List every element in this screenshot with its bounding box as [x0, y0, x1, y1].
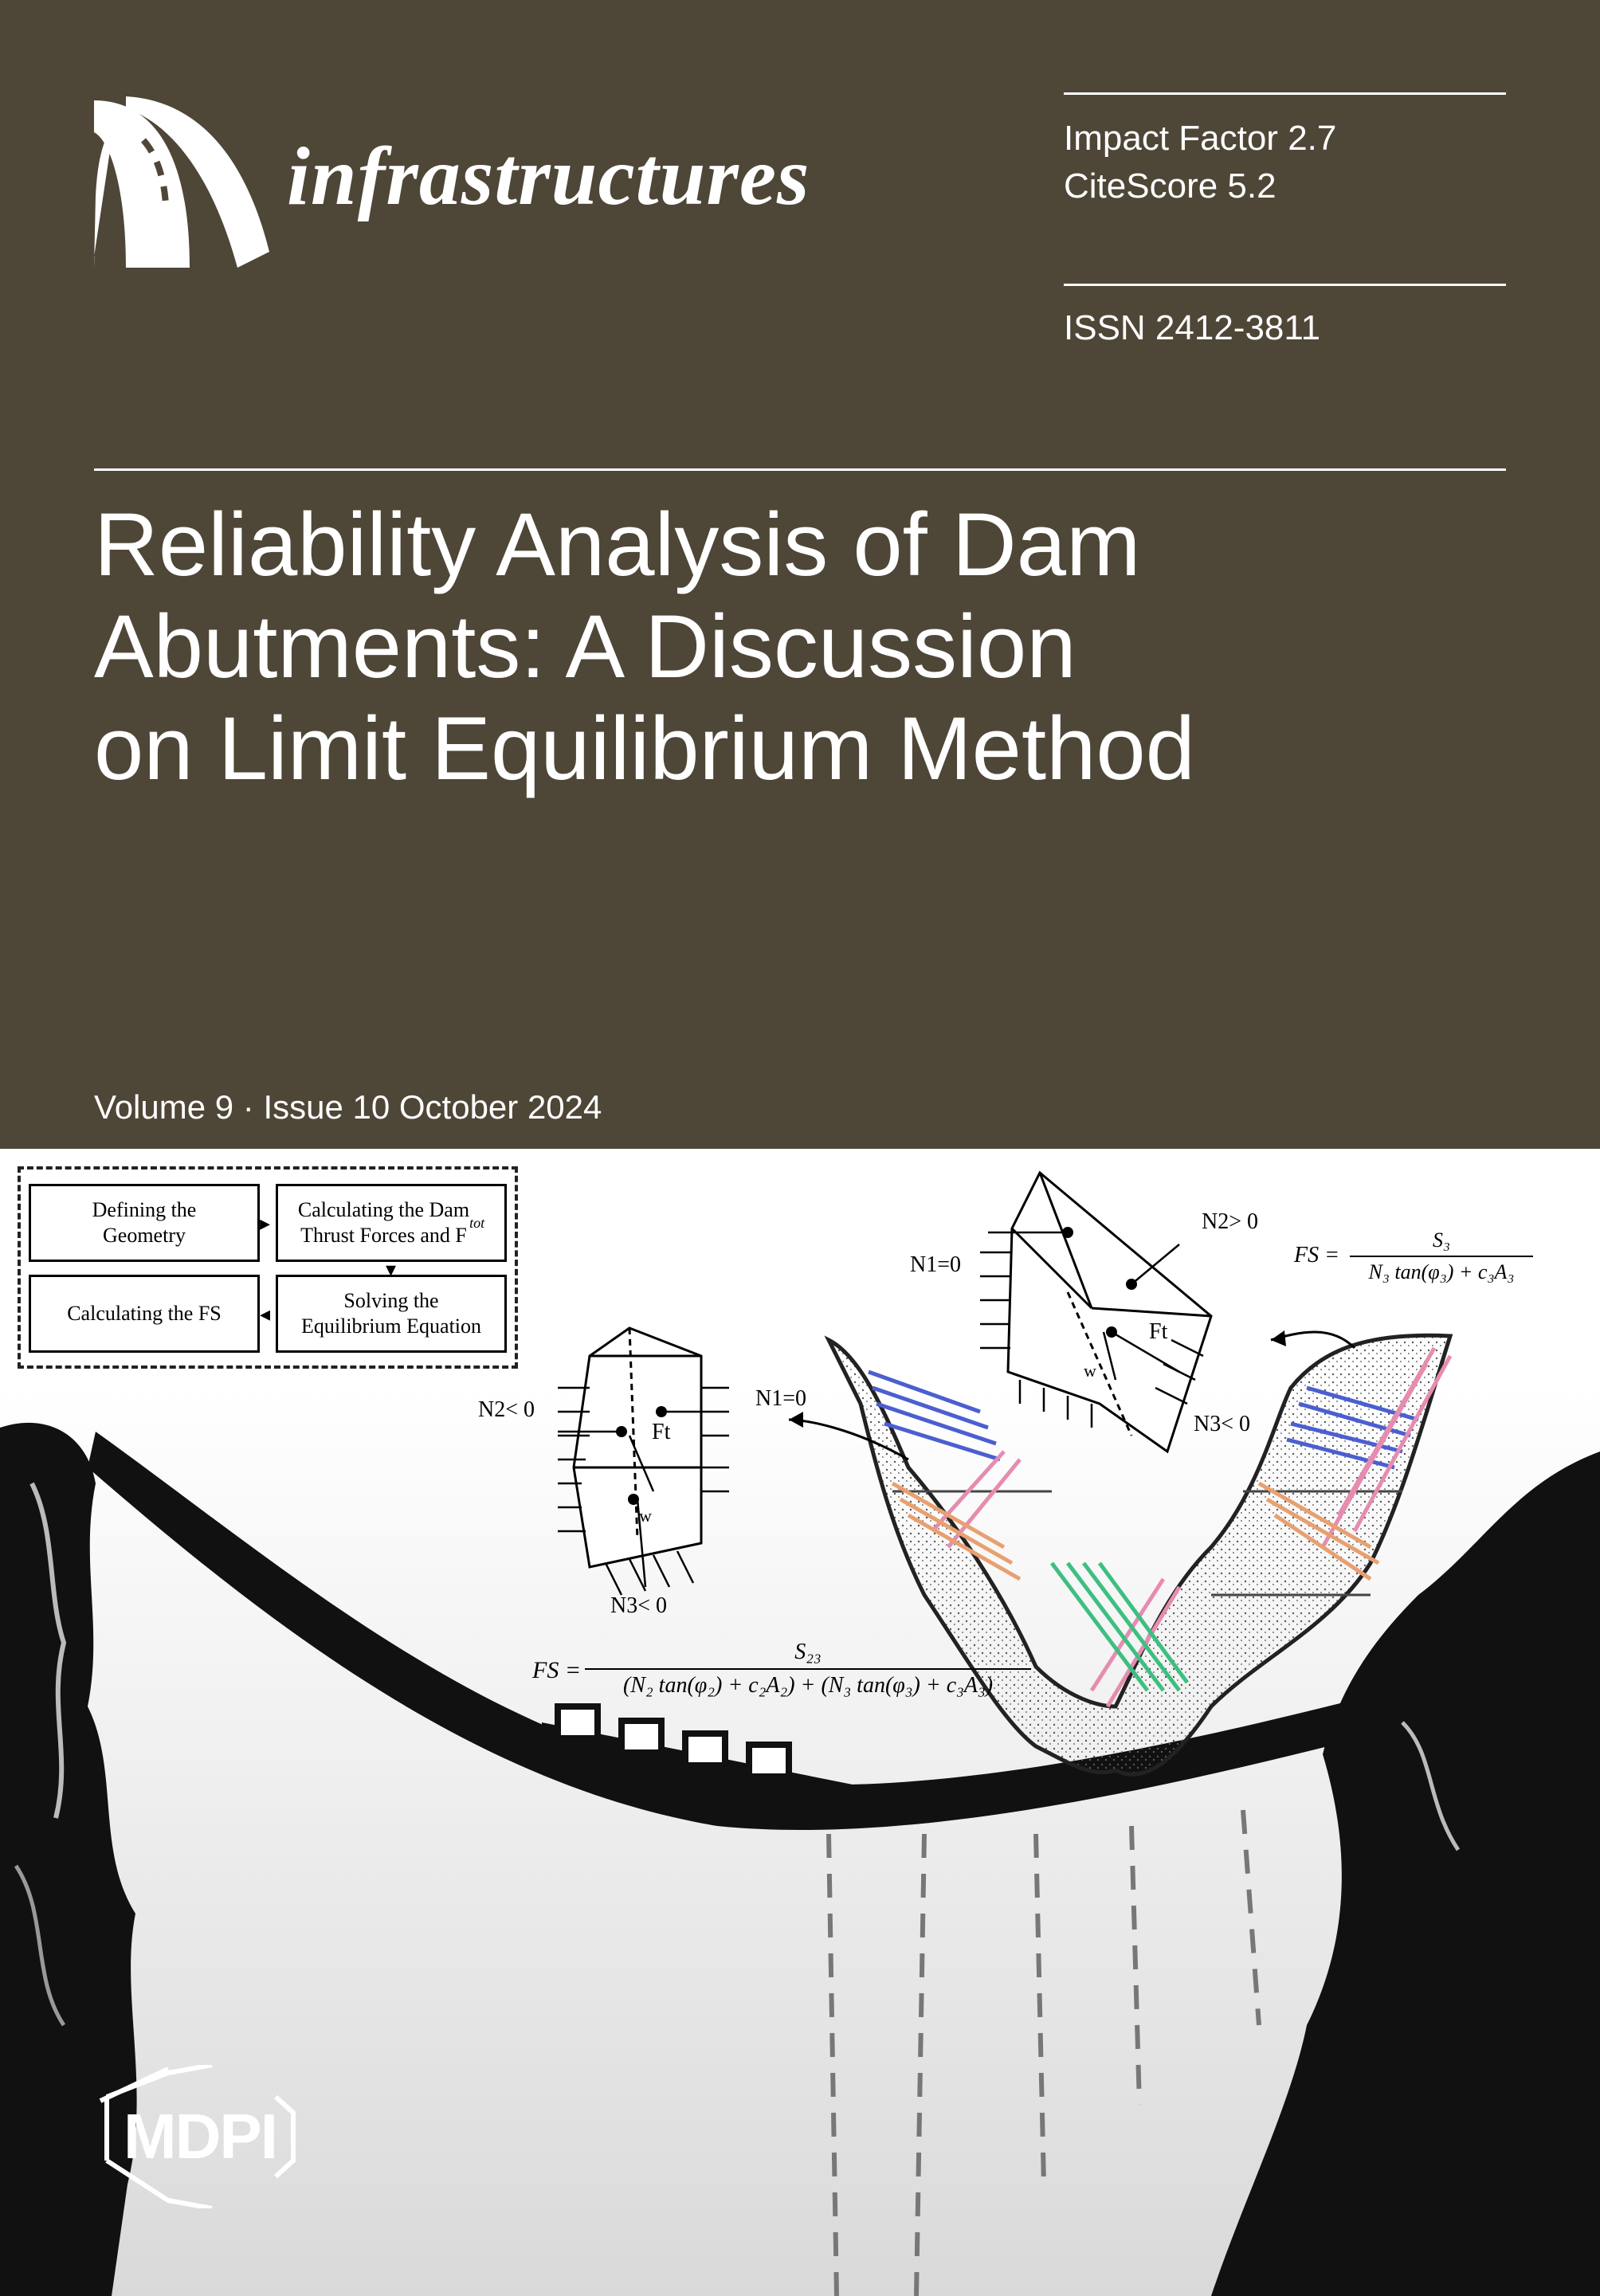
label-right-n2: N2> 0 [1202, 1209, 1259, 1234]
mdpi-logo-text: MDPI [124, 2101, 278, 2172]
publisher-logo: MDPI [92, 2065, 308, 2208]
equation-bottom-lhs: FS = [532, 1657, 582, 1683]
road-logo-icon [94, 96, 269, 268]
label-left-ft: Ft [652, 1420, 671, 1444]
equation-right-fraction: S₃ N₃ tan(φ₃) + c₃A₃ [1350, 1228, 1533, 1284]
label-left-n1: N1=0 [755, 1386, 807, 1411]
flow-step-equilibrium: Solving the Equilibrium Equation [276, 1275, 507, 1353]
issn: ISSN 2412-3811 [1064, 308, 1321, 347]
equation-bottom-numerator: S₂₃ [794, 1640, 822, 1664]
citescore: CiteScore 5.2 [1064, 167, 1276, 206]
equation-bottom-denominator: (N₂ tan(φ₂) + c₂A₂) + (N₃ tan(φ₃) + c₃A₃… [585, 1668, 1031, 1698]
arrow-right-icon: ▸ [260, 1211, 271, 1235]
flow-step-fs: Calculating the FS [29, 1275, 260, 1353]
flow-step-thrust-label: Calculating the Dam Thrust Forces and F [297, 1198, 470, 1247]
cover-figure: Defining the Geometry Calculating the Da… [0, 1149, 1600, 2296]
mdpi-hexagon-icon [99, 2065, 296, 2208]
label-right-w: w [1084, 1361, 1096, 1381]
label-left-w: w [639, 1506, 652, 1526]
flow-step-geometry: Defining the Geometry [29, 1184, 260, 1262]
equation-right-denominator: N₃ tan(φ₃) + c₃A₃ [1350, 1256, 1533, 1284]
equation-right-lhs: FS = [1294, 1243, 1339, 1268]
label-right-n3: N3< 0 [1194, 1412, 1251, 1436]
cover-header: infrastructures Impact Factor 2.7 CiteSc… [94, 92, 1506, 1126]
arrow-down-icon: ▾ [386, 1257, 397, 1281]
flow-step-thrust-sup: tot [469, 1215, 485, 1231]
label-right-n1: N1=0 [910, 1252, 962, 1277]
divider-middle-right [1064, 284, 1506, 286]
journal-name: infrastructures [287, 131, 810, 222]
article-title: Reliability Analysis of Dam Abutments: A… [94, 495, 1195, 798]
dam-photo-illustration [0, 1170, 1600, 2296]
method-flowchart: Defining the Geometry Calculating the Da… [18, 1166, 518, 1369]
impact-factor: Impact Factor 2.7 [1064, 119, 1337, 158]
divider-full [94, 468, 1506, 471]
equation-bottom-fraction: S₂₃ (N₂ tan(φ₂) + c₂A₂) + (N₃ tan(φ₃) + … [585, 1640, 1031, 1698]
arrow-left-icon: ◂ [260, 1302, 271, 1326]
label-left-n2: N2< 0 [478, 1397, 535, 1422]
issue-info: Volume 9 · Issue 10 October 2024 [94, 1088, 602, 1126]
label-left-n3: N3< 0 [610, 1593, 668, 1618]
divider-top-right [1064, 92, 1506, 95]
equation-right-numerator: S₃ [1432, 1228, 1451, 1252]
label-right-ft: Ft [1149, 1319, 1168, 1344]
